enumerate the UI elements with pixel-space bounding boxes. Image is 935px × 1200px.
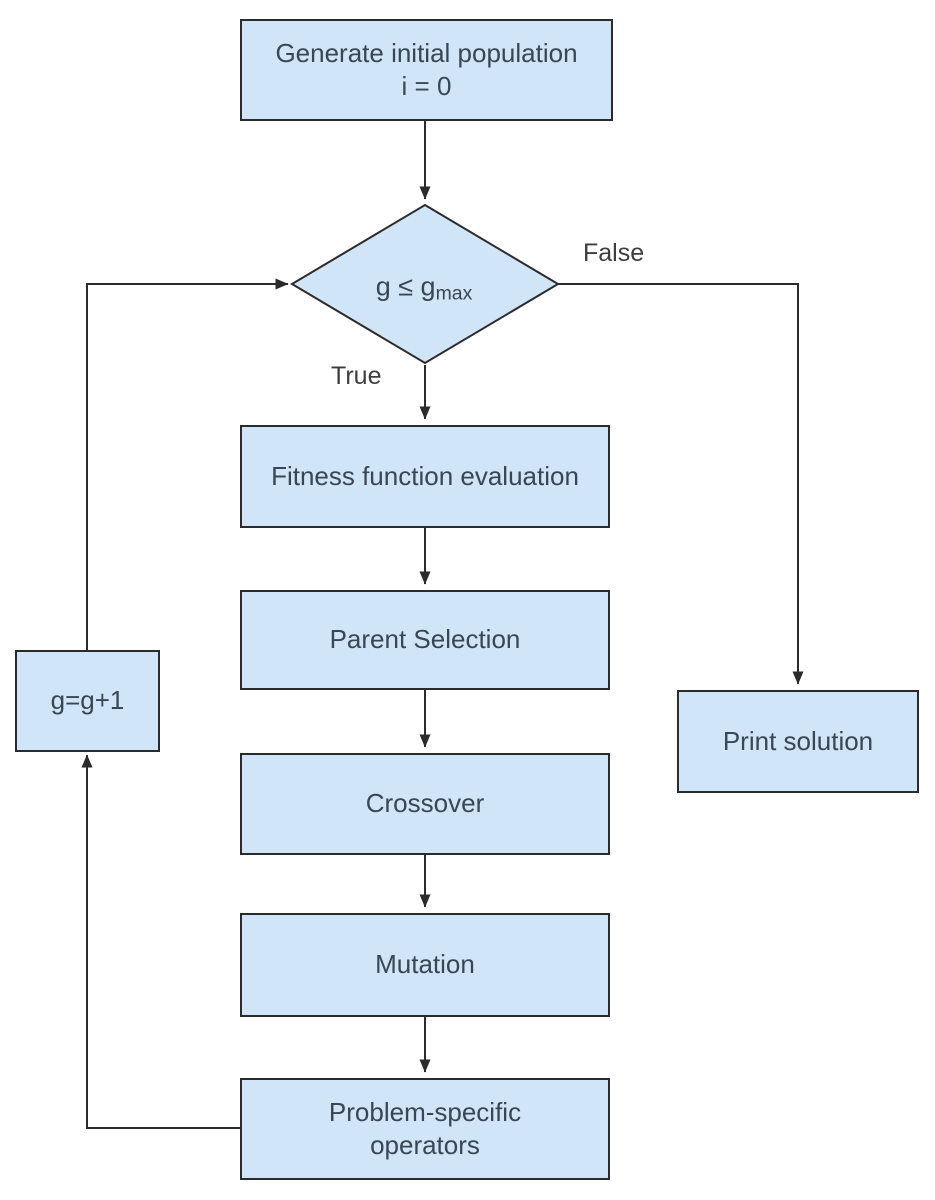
- node-label-line: operators: [370, 1130, 480, 1160]
- node-crossover: Crossover: [240, 753, 610, 855]
- decision-condition-label: g ≤ gmax: [375, 271, 473, 305]
- node-problem-text: Problem-specific operators: [329, 1096, 521, 1163]
- node-problem-specific-operators: Problem-specific operators: [240, 1078, 610, 1180]
- node-label-line: Generate initial population: [275, 37, 578, 68]
- edge-problem-to-increment: [81, 754, 240, 1129]
- node-decision-shape: [290, 203, 560, 365]
- node-label-line: i = 0: [401, 71, 452, 101]
- edge-decision-false-to-print: [558, 283, 804, 685]
- node-parent-selection: Parent Selection: [240, 590, 610, 690]
- node-print-solution: Print solution: [677, 690, 919, 793]
- node-label-line: Problem-specific: [328, 1096, 522, 1127]
- node-label: Crossover: [365, 788, 485, 819]
- node-fitness-function-evaluation: Fitness function evaluation: [240, 425, 610, 528]
- node-generate-text: Generate initial population i = 0: [275, 37, 577, 104]
- node-generate-initial-population: Generate initial population i = 0: [240, 19, 613, 121]
- edge-increment-to-decision: [86, 278, 289, 650]
- node-mutation: Mutation: [240, 913, 610, 1017]
- node-label: g=g+1: [50, 685, 125, 716]
- node-label: Print solution: [722, 725, 874, 756]
- edge-label-true: True: [331, 362, 382, 390]
- node-label: Parent Selection: [329, 624, 521, 655]
- decision-condition-subscript: max: [435, 282, 473, 305]
- node-label: Mutation: [375, 949, 475, 980]
- decision-condition-main: g ≤ g: [375, 271, 436, 302]
- node-increment-generation: g=g+1: [15, 650, 160, 752]
- edge-label-false: False: [583, 239, 645, 267]
- node-label: Fitness function evaluation: [271, 460, 579, 491]
